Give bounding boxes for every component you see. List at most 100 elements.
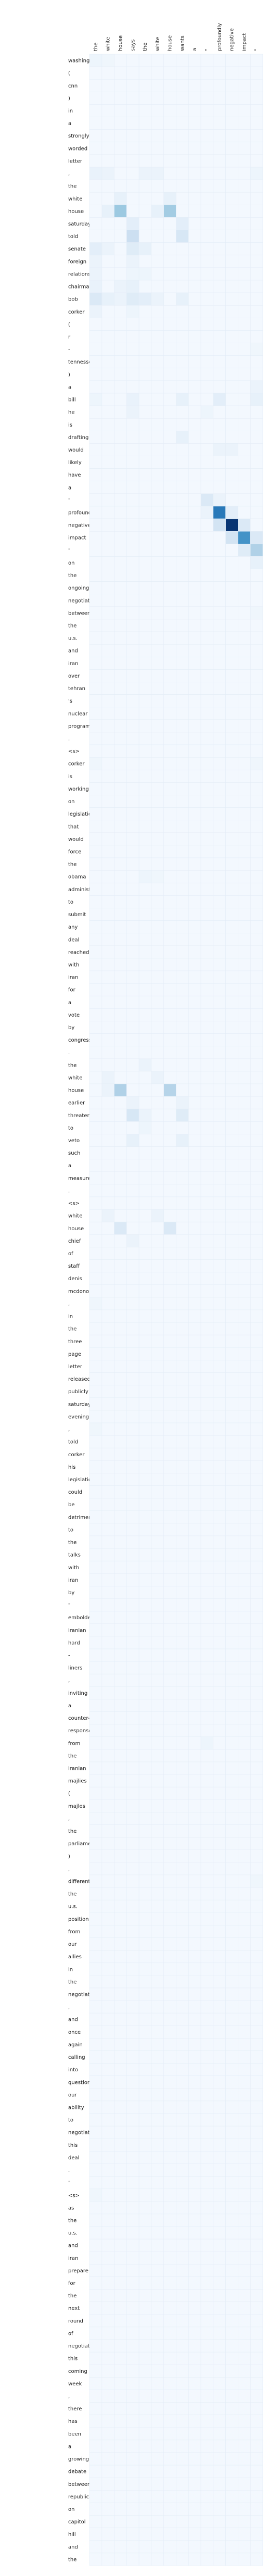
heatmap-cell	[126, 2113, 139, 2127]
heatmap-cell	[200, 970, 214, 984]
heatmap-cell	[213, 895, 226, 908]
heatmap-cell	[138, 468, 152, 482]
heatmap-cell	[250, 970, 263, 984]
heatmap-cell	[225, 217, 238, 230]
heatmap-cell	[126, 1108, 139, 1122]
heatmap-cell	[176, 2377, 189, 2390]
heatmap-cell	[188, 1322, 201, 1335]
heatmap-cell	[188, 443, 201, 456]
heatmap-cell	[101, 1322, 114, 1335]
heatmap-cell	[225, 305, 238, 318]
heatmap-cell	[225, 1347, 238, 1360]
heatmap-cell	[151, 983, 164, 996]
heatmap-cell	[138, 2528, 152, 2541]
heatmap-cell	[176, 2427, 189, 2441]
heatmap-cell	[138, 908, 152, 921]
heatmap-cell	[114, 1862, 127, 1875]
heatmap-cell	[176, 820, 189, 833]
heatmap-cell	[250, 1159, 263, 1172]
heatmap-cell	[151, 1422, 164, 1436]
heatmap-cell	[89, 1385, 103, 1398]
heatmap-cell	[114, 1021, 127, 1034]
heatmap-cell	[89, 958, 103, 971]
heatmap-cell	[89, 368, 103, 381]
heatmap-cell	[225, 518, 238, 532]
heatmap-cell	[114, 1925, 127, 1938]
heatmap-cell	[89, 1334, 103, 1348]
heatmap-cell	[238, 2503, 251, 2516]
heatmap-cell	[213, 2465, 226, 2478]
heatmap-cell	[213, 2452, 226, 2466]
heatmap-cell	[151, 430, 164, 444]
heatmap-cell	[250, 167, 263, 180]
heatmap-cell	[101, 1573, 114, 1586]
heatmap-cell	[126, 255, 139, 268]
heatmap-cell	[238, 1297, 251, 1310]
heatmap-cell	[101, 343, 114, 356]
heatmap-cell	[126, 418, 139, 431]
heatmap-cell	[89, 330, 103, 343]
heatmap-cell	[101, 179, 114, 193]
heatmap-cell	[250, 619, 263, 632]
heatmap-cell	[126, 569, 139, 582]
heatmap-cell	[89, 1824, 103, 1837]
heatmap-cell	[163, 217, 176, 230]
heatmap-cell	[213, 1259, 226, 1272]
heatmap-cell	[89, 782, 103, 795]
heatmap-cell	[138, 1761, 152, 1775]
heatmap-cell	[250, 1008, 263, 1021]
heatmap-cell	[126, 92, 139, 105]
heatmap-cell	[151, 418, 164, 431]
heatmap-cell	[200, 2176, 214, 2189]
heatmap-cell	[138, 1786, 152, 1800]
heatmap-cell	[151, 2176, 164, 2189]
heatmap-cell	[163, 1661, 176, 1674]
heatmap-cell	[89, 795, 103, 808]
heatmap-cell	[101, 79, 114, 92]
heatmap-cell	[200, 1108, 214, 1122]
heatmap-cell	[126, 1058, 139, 1072]
heatmap-cell	[101, 1586, 114, 1599]
heatmap-cell	[213, 1146, 226, 1159]
heatmap-cell	[225, 1673, 238, 1687]
heatmap-cell	[213, 192, 226, 205]
heatmap-cell	[225, 820, 238, 833]
y-tick-label: negotiations	[68, 2344, 100, 2349]
heatmap-cell	[101, 1485, 114, 1498]
heatmap-cell	[126, 857, 139, 871]
heatmap-cell	[250, 1987, 263, 2001]
heatmap-cell	[188, 292, 201, 306]
heatmap-cell	[163, 1159, 176, 1172]
heatmap-cell	[114, 1360, 127, 1373]
heatmap-cell	[89, 2176, 103, 2189]
heatmap-cell	[101, 1912, 114, 1925]
heatmap-cell	[200, 167, 214, 180]
heatmap-cell	[151, 242, 164, 256]
heatmap-cell	[213, 1309, 226, 1323]
heatmap-cell	[225, 995, 238, 1009]
heatmap-cell	[89, 769, 103, 783]
heatmap-cell	[238, 267, 251, 281]
heatmap-cell	[213, 117, 226, 130]
heatmap-cell	[176, 543, 189, 557]
heatmap-cell	[250, 1962, 263, 1976]
heatmap-cell	[101, 644, 114, 657]
heatmap-cell	[138, 1510, 152, 1524]
heatmap-cell	[151, 2164, 164, 2177]
heatmap-cell	[138, 230, 152, 243]
heatmap-cell	[151, 92, 164, 105]
heatmap-cell	[176, 619, 189, 632]
heatmap-cell	[114, 242, 127, 256]
heatmap-cell	[176, 782, 189, 795]
heatmap-cell	[213, 619, 226, 632]
heatmap-cell	[238, 870, 251, 883]
heatmap-cell	[163, 1309, 176, 1323]
heatmap-cell	[126, 1033, 139, 1046]
y-tick-label: for	[68, 2281, 76, 2286]
heatmap-cell	[126, 1121, 139, 1134]
heatmap-cell	[89, 2164, 103, 2177]
heatmap-cell	[114, 2201, 127, 2215]
heatmap-cell	[200, 343, 214, 356]
heatmap-cell	[101, 1108, 114, 1122]
y-tick-label: week	[68, 2381, 82, 2387]
